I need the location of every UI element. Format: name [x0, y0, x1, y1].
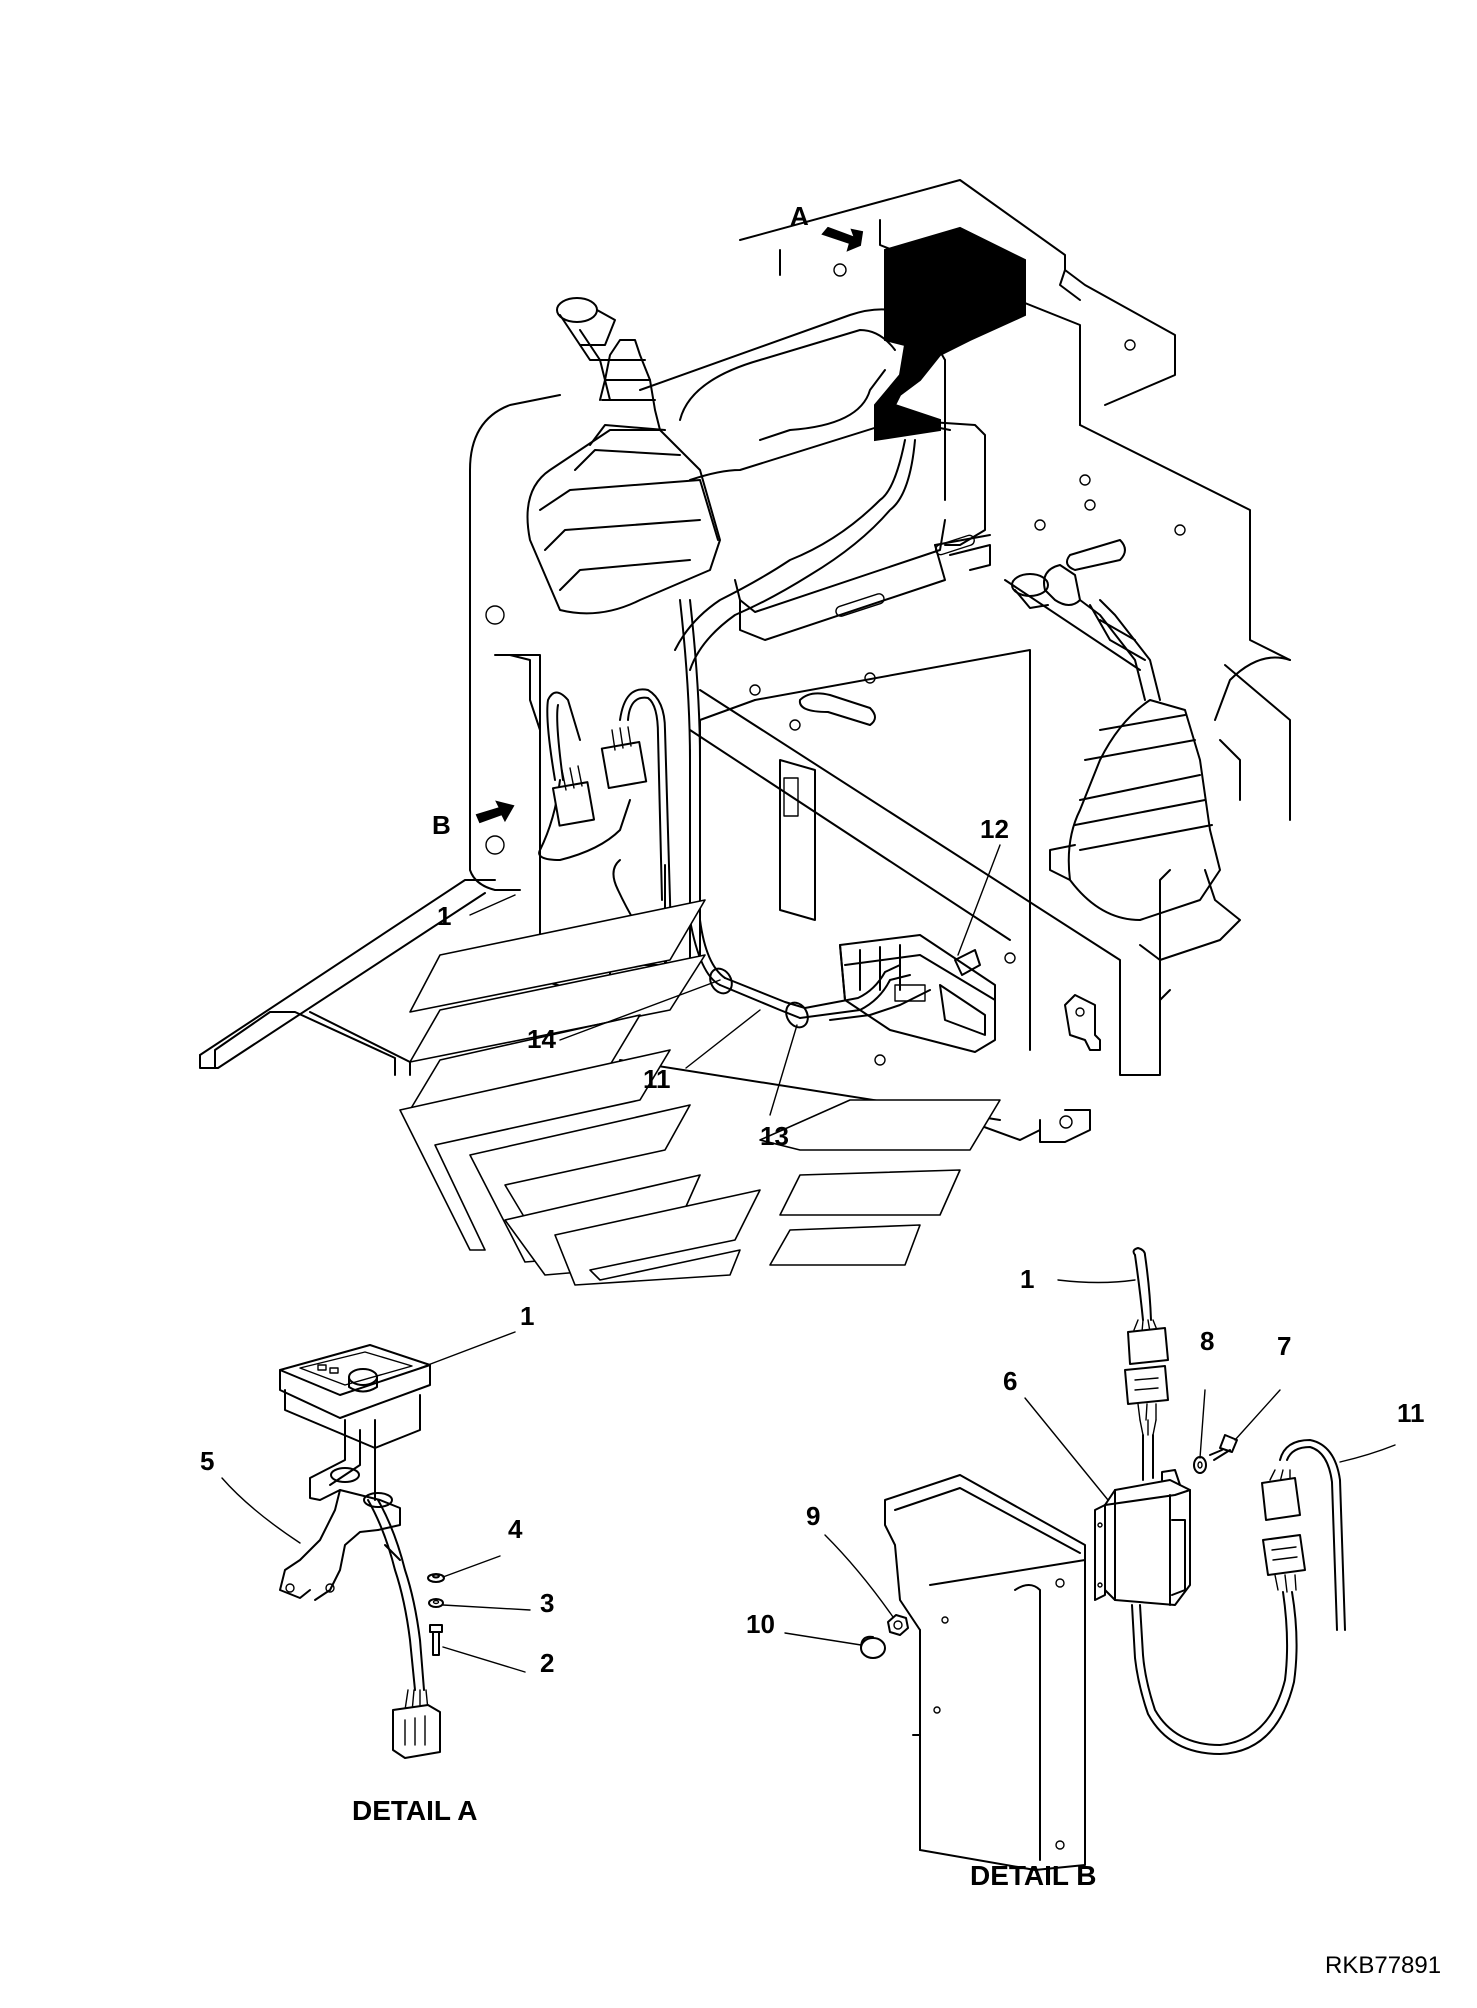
- detail-b-callouts: 1 8 7 6 11 9 10: [746, 1264, 1425, 1646]
- watermark: [399, 899, 1001, 1286]
- callout-main-1: 1: [437, 901, 451, 931]
- main-callouts: 1 14 11 13 12: [437, 814, 1009, 1151]
- nut-and-cap: [860, 1614, 909, 1659]
- controller-unit: [279, 1344, 431, 1449]
- callout-detail-b-8: 8: [1200, 1326, 1214, 1356]
- cab-floor: [199, 879, 1091, 1143]
- drawing-code: RKB77891: [1325, 1952, 1441, 1979]
- callout-detail-b-10: 10: [746, 1609, 775, 1639]
- callout-main-12: 12: [980, 814, 1009, 844]
- detail-a: 1 5 4 3 2 DETAIL A: [200, 1301, 554, 1826]
- callout-detail-a-2: 2: [540, 1648, 554, 1678]
- callout-main-14: 14: [527, 1024, 556, 1054]
- callout-detail-a-5: 5: [200, 1446, 214, 1476]
- caption-detail-a: DETAIL A: [352, 1795, 477, 1826]
- callout-main-11: 11: [643, 1064, 671, 1094]
- controller-box: [1094, 1419, 1191, 1606]
- detail-a-callouts: 1 5 4 3 2: [200, 1301, 554, 1678]
- callout-view-a: A: [790, 201, 809, 231]
- monitor-unit: [674, 226, 1026, 671]
- small-bracket: [1064, 994, 1101, 1051]
- detail-a-harness: [367, 1499, 441, 1759]
- fuse-box: [799, 934, 996, 1053]
- detail-a-fasteners: [427, 1573, 445, 1656]
- side-cover: [884, 1474, 1086, 1871]
- caption-detail-b: DETAIL B: [970, 1860, 1097, 1891]
- callout-detail-a-1: 1: [520, 1301, 534, 1331]
- callout-detail-b-1: 1: [1020, 1264, 1034, 1294]
- controller-connectors: [1124, 1247, 1169, 1421]
- mounting-bracket: [279, 1419, 401, 1601]
- callout-detail-b-7: 7: [1277, 1331, 1291, 1361]
- callout-main-13: 13: [760, 1121, 789, 1151]
- right-joystick: [1011, 564, 1291, 961]
- callout-detail-b-6: 6: [1003, 1366, 1017, 1396]
- callout-detail-b-9: 9: [806, 1501, 820, 1531]
- callout-detail-b-11: 11: [1397, 1398, 1425, 1428]
- view-arrow-a: A: [790, 201, 864, 252]
- detail-b: 1 8 7 6 11 9 10 DETAIL B: [746, 1247, 1425, 1891]
- callout-view-b: B: [432, 810, 451, 840]
- callout-detail-a-3: 3: [540, 1588, 554, 1618]
- main-assembly-view: A B: [199, 179, 1291, 1286]
- detail-b-harness: [1131, 1439, 1346, 1755]
- callout-detail-a-4: 4: [508, 1514, 523, 1544]
- view-arrow-b: B: [432, 800, 515, 840]
- left-joystick: [526, 297, 721, 615]
